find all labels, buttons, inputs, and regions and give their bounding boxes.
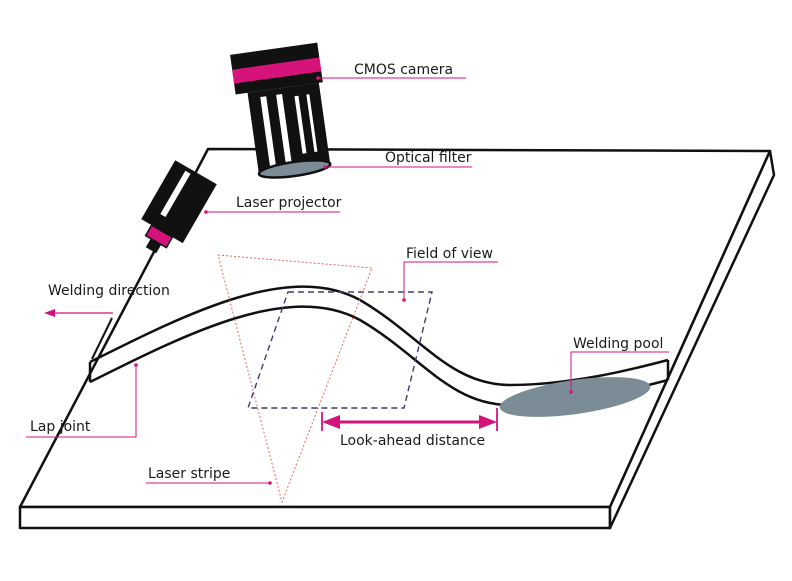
label-field-of-view: Field of view — [406, 246, 493, 262]
label-optical-filter: Optical filter — [385, 150, 472, 166]
leader-welding-pool — [570, 351, 669, 392]
laser-projector — [141, 160, 217, 254]
label-laser-projector: Laser projector — [236, 195, 342, 211]
label-welding-pool: Welding pool — [573, 336, 663, 352]
projector-body — [141, 160, 217, 244]
lap-joint-edge-top — [89, 285, 669, 387]
field-of-view-region — [247, 291, 433, 409]
label-lap-joint: Lap joint — [30, 419, 91, 435]
base-plate-top — [18, 147, 772, 509]
base-plate-side-edge — [608, 149, 776, 530]
laser-fan — [217, 254, 373, 504]
label-laser-stripe: Laser stripe — [148, 466, 230, 482]
upper-plate-back-edge — [91, 317, 113, 360]
label-look-ahead-distance: Look-ahead distance — [340, 433, 485, 449]
look-ahead-arrow — [321, 408, 498, 431]
base-plate — [18, 147, 776, 530]
leader-dots — [134, 76, 573, 485]
projector-tip — [145, 238, 162, 254]
leader-lap-joint — [26, 365, 137, 438]
label-cmos-camera: CMOS camera — [354, 62, 453, 78]
leader-lines — [26, 77, 669, 484]
cmos-camera — [230, 42, 332, 179]
welding-pool — [499, 377, 651, 417]
label-welding-direction: Welding direction — [48, 283, 170, 299]
optical-filter-lens — [257, 159, 332, 179]
leader-field-of-view — [403, 261, 498, 300]
welding-direction-arrow — [44, 309, 113, 317]
camera-accent-band — [232, 57, 322, 84]
base-plate-front-edge — [18, 505, 612, 530]
